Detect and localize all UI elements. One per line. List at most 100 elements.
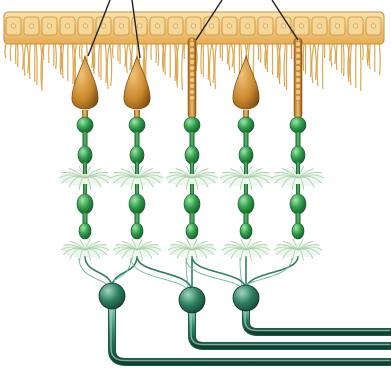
terminal-stalk: [244, 162, 248, 174]
dendrite-fiber: [84, 239, 91, 251]
dendrite-fiber: [170, 244, 193, 251]
microvillus: [276, 39, 279, 79]
microvillus: [266, 39, 269, 73]
dendrite-fiber: [186, 239, 193, 251]
microvillus: [206, 39, 210, 81]
dendrite-tuft: [111, 169, 163, 187]
microvillus: [23, 39, 28, 77]
photoreceptor-axon: [295, 132, 301, 150]
rod-disc: [295, 53, 301, 59]
pigment-cell-nucleus: [280, 23, 286, 29]
dendrite-fiber: [191, 166, 199, 179]
dendrite-tuft: [274, 242, 322, 258]
dendrite-fiber: [131, 239, 138, 251]
pigment-cell-nucleus: [334, 23, 340, 29]
pointer-line: [195, 0, 223, 41]
bipolar-axon: [295, 213, 301, 227]
dendrite-tuft: [59, 169, 111, 187]
bipolar-dendrite: [244, 184, 248, 196]
dendrite-fiber: [224, 244, 247, 251]
dendrite-fiber: [115, 244, 138, 251]
ganglion-axon-highlight: [190, 308, 390, 346]
dendrite-fiber: [191, 244, 214, 251]
rod-disc: [295, 71, 301, 77]
cone-outer-segment: [232, 54, 260, 110]
cone-stalk: [134, 110, 140, 118]
dendrite-fiber: [136, 166, 144, 179]
cone-stalk: [82, 110, 88, 118]
microvillus: [283, 39, 287, 88]
rod-disc: [295, 83, 301, 89]
microvillus: [35, 39, 38, 86]
bipolar-cell-layer: [76, 116, 307, 240]
dendrite-fiber: [245, 168, 263, 179]
microvillus: [378, 39, 381, 76]
microvillus: [173, 39, 177, 82]
dendrite-fiber: [185, 166, 193, 179]
bipolar-terminal: [78, 222, 92, 240]
microvillus: [316, 39, 320, 87]
microvillus: [321, 39, 324, 90]
dendrite-tuft: [272, 169, 324, 187]
pigment-cell-nucleus: [191, 23, 197, 29]
bipolar-terminal: [291, 222, 305, 240]
microvillus: [125, 39, 130, 74]
dendrite-fiber: [229, 168, 247, 179]
microvillus: [354, 39, 357, 89]
dendrite-fiber: [297, 239, 304, 251]
pigment-cell-nucleus: [209, 23, 215, 29]
photoreceptor-nucleus: [128, 116, 146, 134]
dendrite-tuft: [220, 169, 272, 187]
bipolar-dendrite: [83, 184, 87, 196]
dendrite-fiber: [84, 166, 92, 179]
pigment-cell-nucleus: [352, 23, 358, 29]
photoreceptor-nucleus: [76, 116, 94, 134]
dendrite-fiber: [113, 172, 138, 179]
ganglion-dendrite-branch: [239, 257, 243, 291]
rod-disc: [189, 47, 195, 53]
synaptic-terminal: [129, 145, 145, 165]
rod-disc: [295, 47, 301, 53]
cone-outer-segment: [123, 54, 151, 110]
microvillus: [200, 39, 203, 75]
cone-stalk: [243, 110, 249, 118]
photoreceptor-axon: [134, 132, 140, 150]
pointer-line: [131, 0, 141, 59]
dendrite-fiber: [297, 172, 322, 179]
ganglion-dendrite-branch: [78, 257, 109, 289]
dendrite-fiber: [281, 168, 299, 179]
pointer-line: [87, 0, 111, 57]
synaptic-terminal: [184, 145, 200, 165]
microvillus: [285, 39, 288, 91]
microvillus: [359, 39, 362, 92]
microvillus: [104, 39, 107, 84]
pigment-cell-nucleus: [137, 23, 143, 29]
bipolar-cell-body: [237, 193, 255, 215]
dendrite-tuft: [222, 242, 270, 258]
ganglion-axon-layer: [78, 255, 391, 366]
dendrite-tuft: [166, 169, 218, 187]
bipolar-dendrite: [135, 184, 139, 196]
ganglion-axon-highlight: [244, 306, 390, 332]
microvillus: [164, 39, 167, 76]
rod-disc: [189, 89, 195, 95]
dendrite-fiber: [136, 239, 143, 251]
dendrite-layer: [58, 166, 325, 261]
terminal-stalk: [83, 162, 87, 174]
rod-disc: [295, 59, 301, 65]
dendrite-fiber: [245, 241, 262, 251]
dendrite-fiber: [191, 172, 216, 179]
microvillus: [28, 39, 32, 80]
pigment-cell-nucleus: [101, 23, 107, 29]
photoreceptor-axon: [189, 132, 195, 150]
cone-outer-segment: [71, 54, 99, 110]
rod-disc: [189, 59, 195, 65]
ganglion-cell: [232, 284, 260, 312]
dendrite-fiber: [222, 172, 247, 179]
pigment-cell-nucleus: [227, 23, 233, 29]
microvillus: [309, 39, 312, 78]
bipolar-terminal: [185, 222, 199, 240]
pigment-epithelium-layer: [3, 11, 385, 92]
dendrite-fiber: [245, 166, 253, 179]
pigment-cell-nucleus: [83, 23, 89, 29]
